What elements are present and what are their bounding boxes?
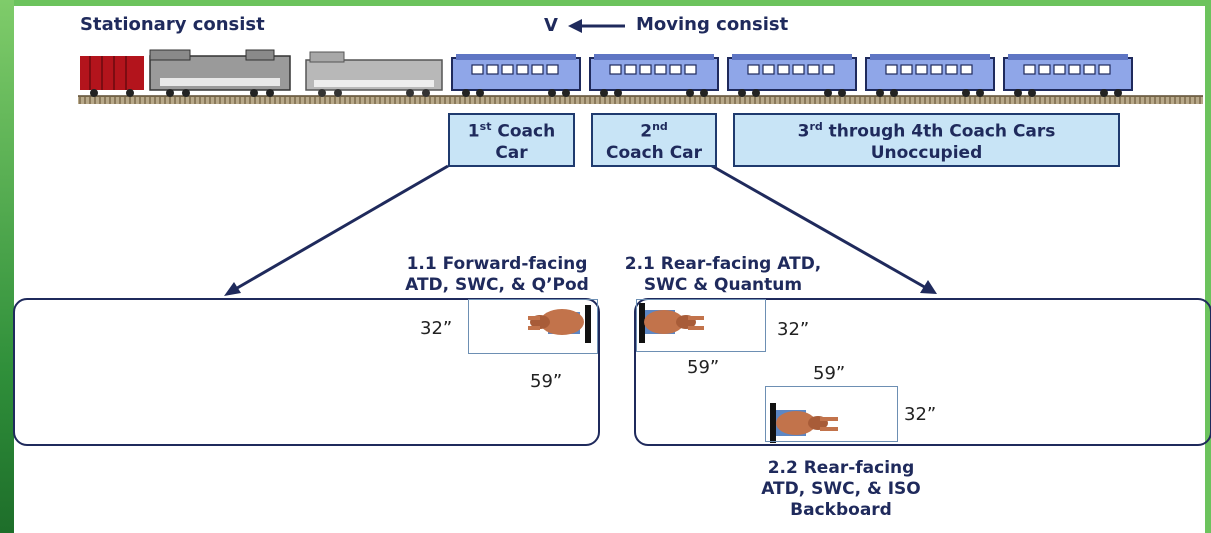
coach-car-icon (589, 54, 719, 97)
slide-border-top (0, 0, 1211, 6)
seat-area-2-1 (636, 299, 766, 352)
atd-occupant-icon (770, 403, 838, 443)
second-coach-label: 2nd Coach Car (591, 113, 717, 167)
test-2-1-title: 2.1 Rear-facing ATD, SWC & Quantum (624, 254, 822, 295)
atd-occupant-icon (639, 303, 704, 343)
test-2-2-width-dim: 32” (904, 404, 937, 425)
seat-area-1-1 (468, 299, 598, 354)
atd-occupant-icon (528, 305, 591, 343)
coach-car-icon (727, 54, 857, 97)
locomotive-icon (305, 51, 443, 97)
coach-car-icon (451, 54, 581, 97)
first-coach-label: 1st Coach Car (448, 113, 575, 167)
test-2-1-width-dim: 32” (777, 319, 810, 340)
coach-car-icon (865, 54, 995, 97)
test-1-1-length-dim: 59” (530, 371, 563, 392)
test-1-1-width-dim: 32” (420, 318, 453, 339)
test-2-2-title: 2.2 Rear-facing ATD, SWC, & ISO Backboar… (761, 458, 921, 520)
test-2-2-length-dim: 59” (813, 363, 846, 384)
slide-border-right (1205, 0, 1211, 533)
track (78, 95, 1203, 104)
locomotive-icon (149, 49, 291, 97)
velocity-label: V (544, 15, 558, 36)
direction-arrow-icon (568, 19, 625, 33)
stationary-consist-label: Stationary consist (80, 14, 265, 35)
test-2-1-length-dim: 59” (687, 357, 720, 378)
freight-car-icon (80, 56, 144, 97)
pointer-arrow-icon (224, 164, 449, 296)
moving-consist-label: Moving consist (636, 14, 789, 35)
third-fourth-coach-label: 3rd through 4th Coach Cars Unoccupied (733, 113, 1120, 167)
slide-border-left (0, 0, 14, 533)
seat-area-2-2 (765, 386, 898, 442)
first-coach-car-diagram (13, 298, 600, 446)
test-1-1-title: 1.1 Forward-facing ATD, SWC, & Q’Pod (405, 254, 589, 295)
pointer-arrow-icon (711, 164, 937, 294)
coach-car-icon (1003, 54, 1133, 97)
